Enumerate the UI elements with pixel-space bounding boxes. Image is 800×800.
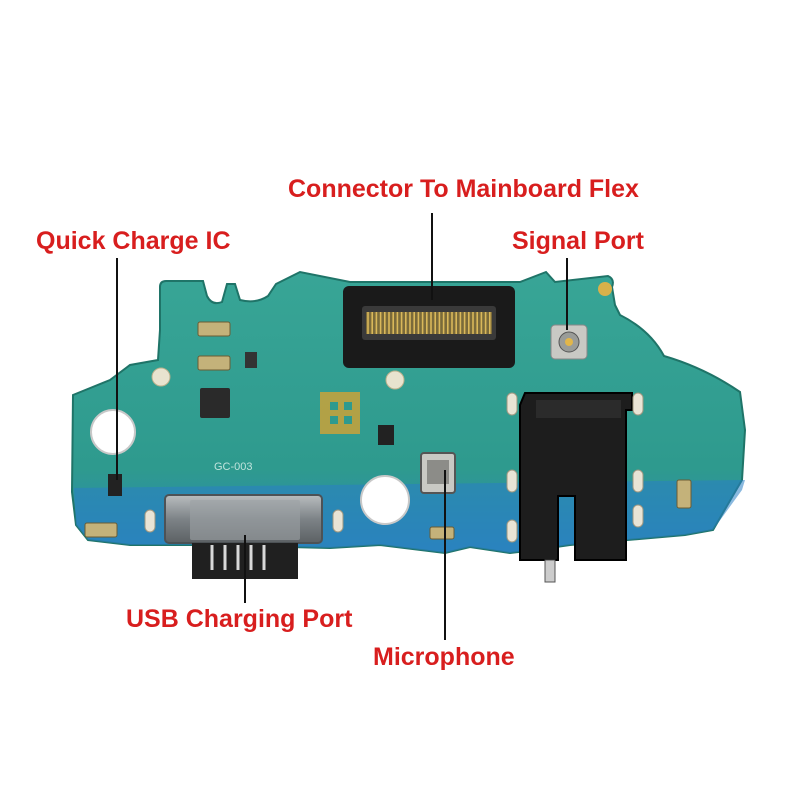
label-usb-charging-port: USB Charging Port xyxy=(126,605,353,633)
component xyxy=(197,321,231,337)
label-quick-charge-ic: Quick Charge IC xyxy=(36,227,231,255)
component xyxy=(676,479,692,509)
component xyxy=(245,352,257,368)
quick-charge-ic xyxy=(200,388,230,418)
headphone-jack-icon xyxy=(519,392,633,583)
leader-lines xyxy=(116,213,568,640)
mounting-hole-left xyxy=(90,409,136,455)
pad xyxy=(151,367,171,387)
label-connector-to-mainboard-flex: Connector To Mainboard Flex xyxy=(288,175,639,203)
component xyxy=(378,425,394,445)
label-signal-port: Signal Port xyxy=(512,227,644,255)
component xyxy=(84,522,118,538)
mainboard-flex-connector xyxy=(343,286,515,368)
solder-pads xyxy=(144,392,644,543)
usb-c-port-icon xyxy=(164,494,323,579)
component xyxy=(108,474,122,496)
component xyxy=(197,355,231,371)
component xyxy=(429,526,455,540)
label-microphone: Microphone xyxy=(373,643,515,671)
pad xyxy=(598,282,612,296)
pad xyxy=(385,370,405,390)
microphone-chip-icon xyxy=(420,452,456,494)
silk-text: GC-003 xyxy=(214,461,253,473)
signal-antenna-icon xyxy=(550,324,588,360)
qfn-chip-area xyxy=(320,392,360,434)
mounting-hole-center xyxy=(360,475,410,525)
